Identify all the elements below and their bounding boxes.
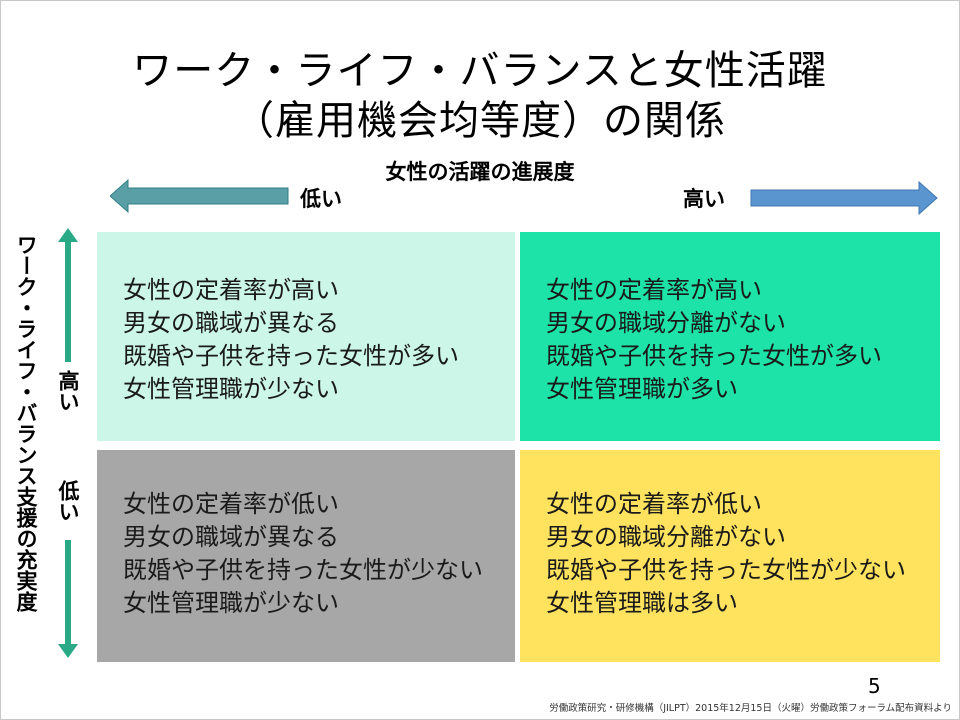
up-arrow-icon — [58, 228, 78, 362]
quadrant-text: 女性の定着率が低い — [123, 490, 339, 518]
quadrant-text: 男女の職域分離がない — [546, 523, 786, 551]
quadrant-text: 既婚や子供を持った女性が少ない — [546, 556, 906, 584]
quadrant-text: 既婚や子供を持った女性が少ない — [123, 556, 483, 584]
quadrant-text: 女性の定着率が高い — [123, 276, 339, 304]
quadrant-text: 女性管理職が多い — [546, 375, 738, 403]
quadrant-text: 男女の職域が異なる — [123, 309, 339, 337]
y-axis-title: ワーク・ライフ・バランス支援の充実度 — [14, 234, 38, 612]
quadrant-low-support-low-advancement: 女性の定着率が低い 男女の職域が異なる 既婚や子供を持った女性が少ない 女性管理… — [97, 450, 515, 662]
x-axis-high-label: 高い — [683, 187, 725, 211]
quadrant-text: 既婚や子供を持った女性が多い — [546, 342, 882, 370]
quadrant-text: 女性の定着率が高い — [546, 276, 762, 304]
quadrant-high-support-high-advancement: 女性の定着率が高い 男女の職域分離がない 既婚や子供を持った女性が多い 女性管理… — [520, 232, 940, 441]
quadrant-text: 女性管理職が少ない — [123, 589, 339, 617]
y-axis-high-label: 高い — [56, 370, 80, 412]
slide-title-line2: （雇用機会均等度）の関係 — [234, 98, 726, 144]
slide-title-line1: ワーク・ライフ・バランスと女性活躍 — [132, 48, 828, 94]
x-axis-title: 女性の活躍の進展度 — [385, 160, 575, 184]
y-axis-low-label: 低い — [56, 480, 80, 522]
quadrant-text: 男女の職域が異なる — [123, 523, 339, 551]
page-number: 5 — [868, 674, 881, 698]
quadrant-text: 女性の定着率が低い — [546, 490, 762, 518]
quadrant-text: 女性管理職が少ない — [123, 375, 339, 403]
quadrant-low-support-high-advancement: 女性の定着率が低い 男女の職域分離がない 既婚や子供を持った女性が少ない 女性管… — [520, 450, 940, 662]
x-axis-low-label: 低い — [300, 187, 342, 211]
right-arrow-icon — [750, 180, 938, 216]
quadrant-text: 既婚や子供を持った女性が多い — [123, 342, 459, 370]
quadrant-high-support-low-advancement: 女性の定着率が高い 男女の職域が異なる 既婚や子供を持った女性が多い 女性管理職… — [97, 232, 515, 441]
quadrant-text: 男女の職域分離がない — [546, 309, 786, 337]
quadrant-text: 女性管理職は多い — [546, 589, 738, 617]
source-footer: 労働政策研究・研修機構（JILPT）2015年12月15日（火曜）労働政策フォー… — [549, 703, 952, 714]
left-arrow-icon — [110, 178, 289, 214]
down-arrow-icon — [58, 540, 78, 658]
